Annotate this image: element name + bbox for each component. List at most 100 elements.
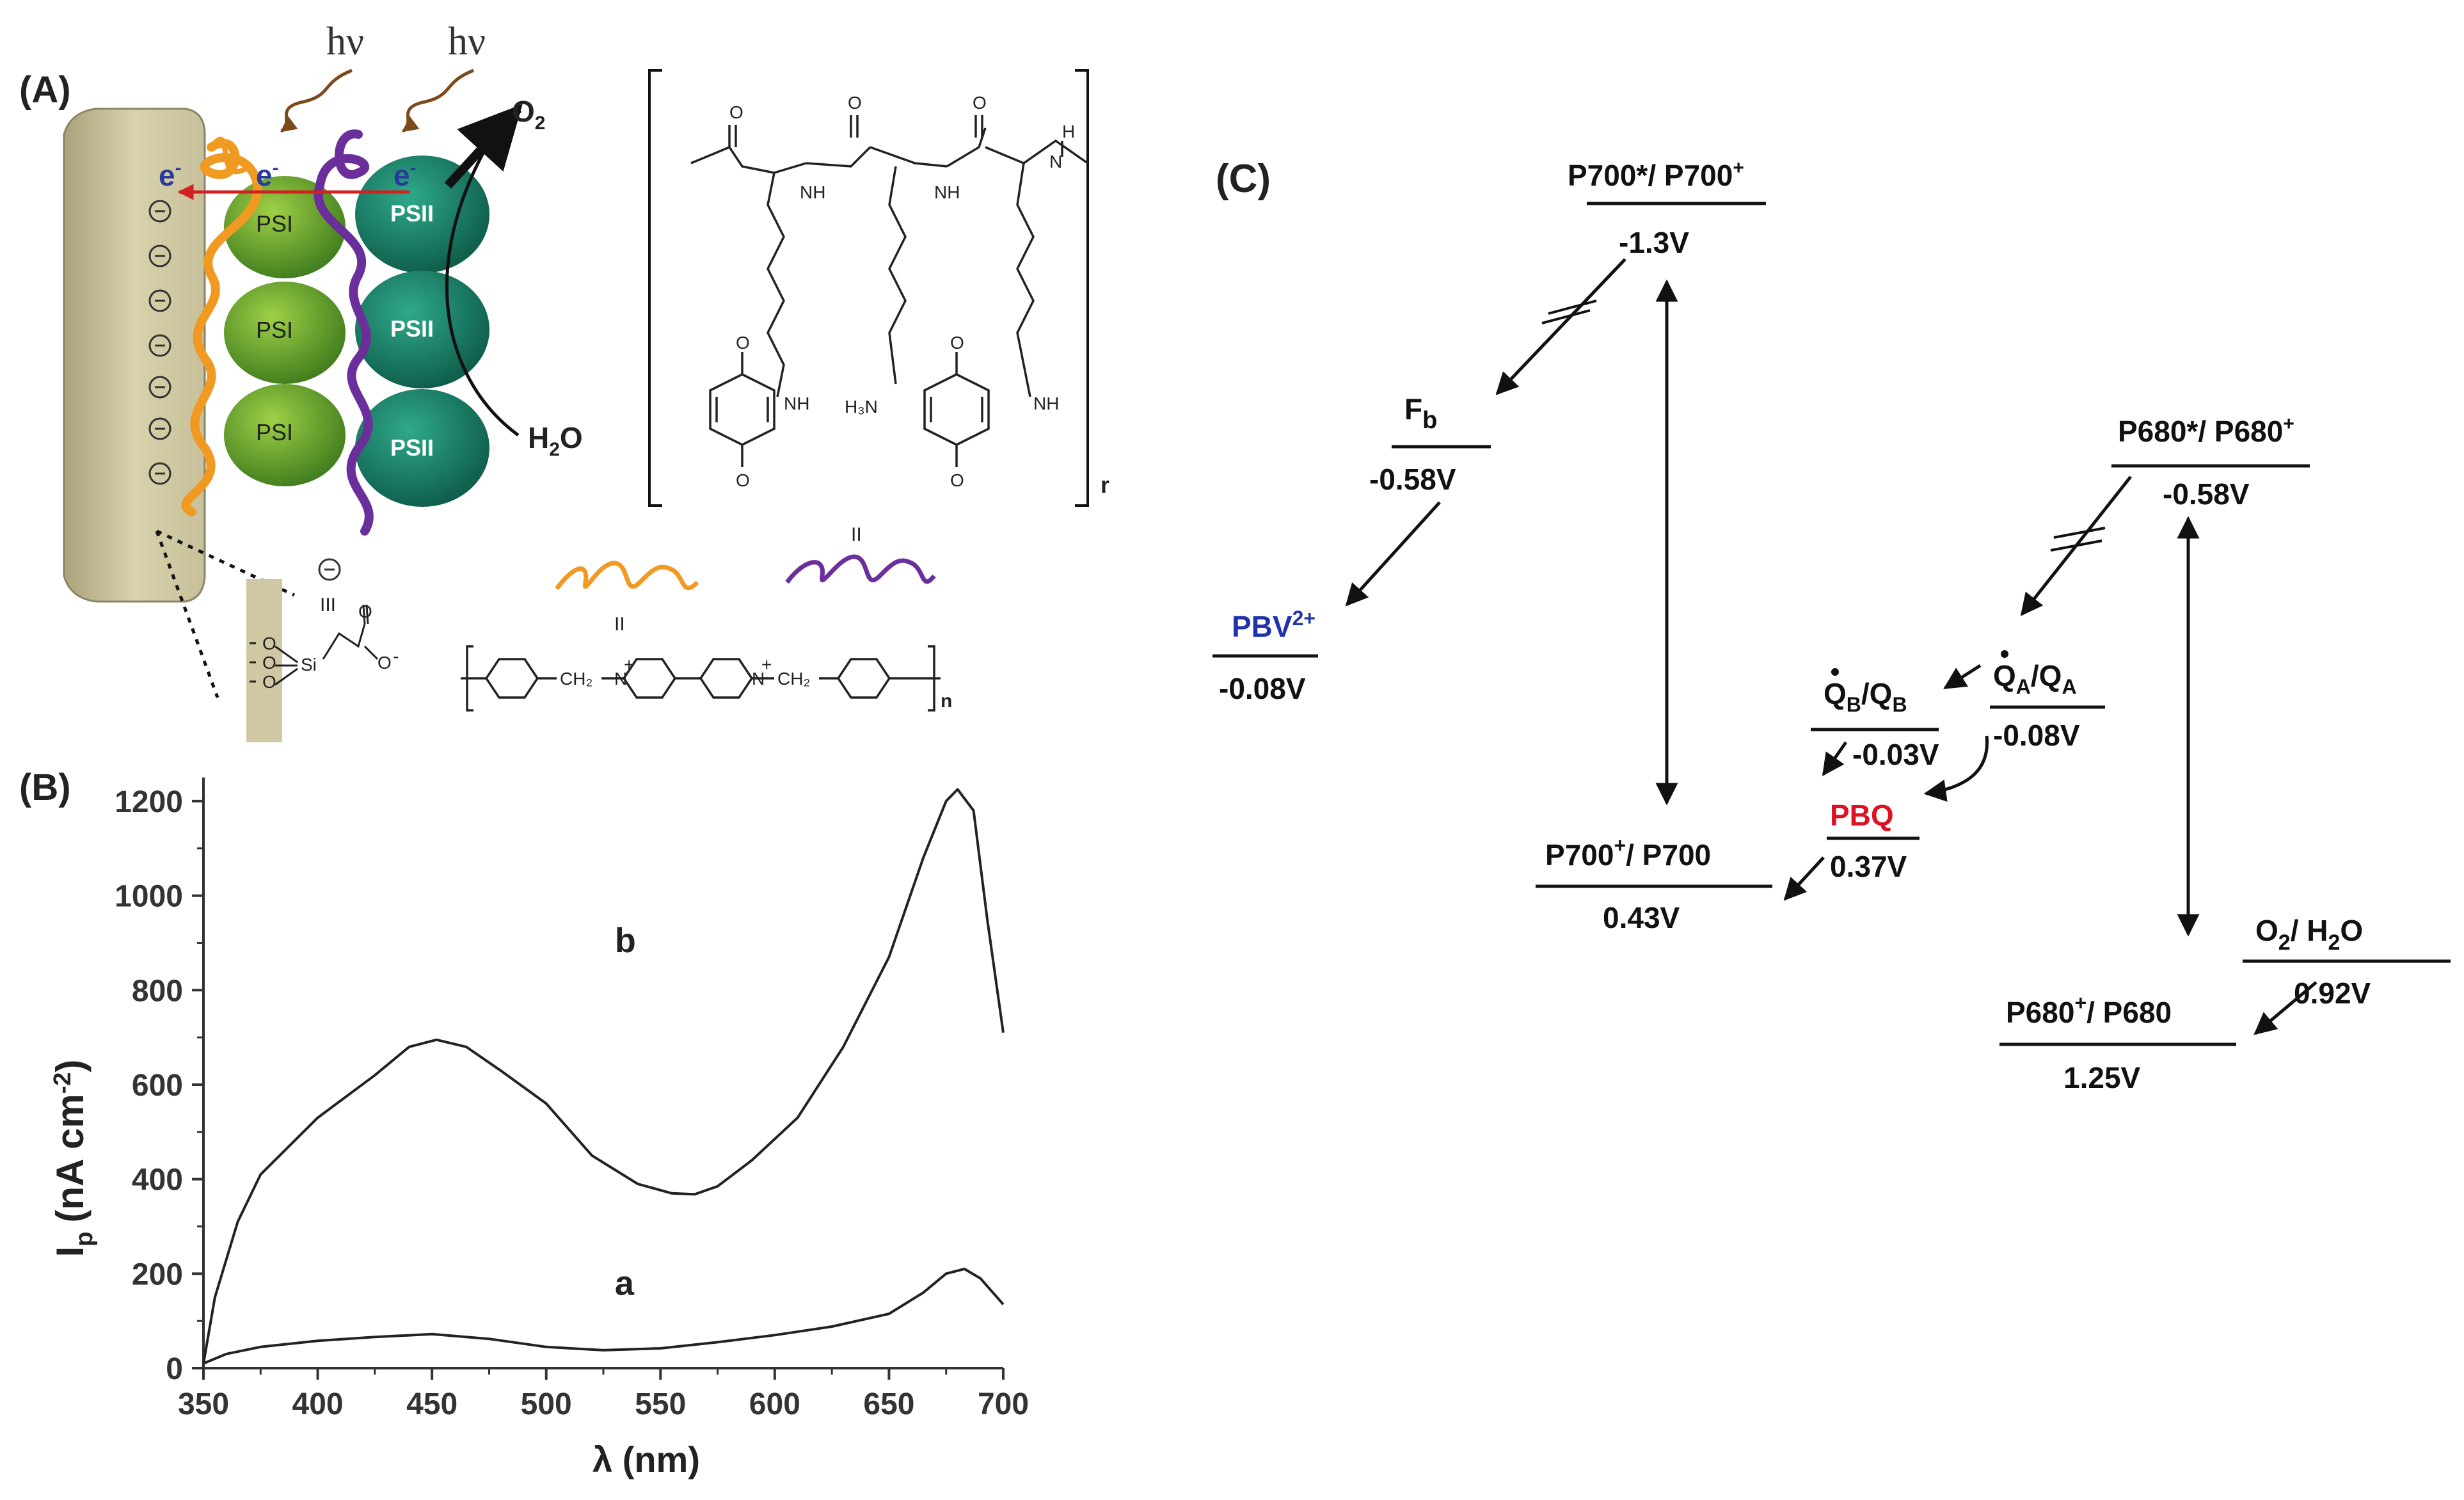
atom-label: O — [736, 333, 750, 353]
transfer-arrow-qa-qb — [1943, 664, 1982, 690]
level-name: O2/ H2O — [2255, 914, 2363, 955]
radical-dot — [2001, 650, 2008, 658]
level-pbq: PBQ 0.37V — [1827, 799, 1920, 883]
level-qa: QA/QA -0.08V — [1990, 650, 2105, 752]
panel-c-label: (C) — [1216, 157, 1271, 201]
level-name: PBV2+ — [1232, 607, 1315, 643]
atom-label: N — [752, 669, 765, 689]
y-tick-label: 1200 — [115, 785, 183, 819]
panel-c: (C) P700*/ P700+ -1.3V Fb -0.58V PBV2+ -… — [1212, 157, 2451, 1094]
break-mark — [1548, 299, 1597, 315]
y-tick-label: 400 — [132, 1163, 183, 1197]
equals-sign: II — [851, 524, 862, 545]
electron-label: e- — [256, 157, 279, 192]
atom-label: NH — [800, 182, 825, 202]
polymer-backbone — [690, 115, 1089, 174]
atom-label: O — [378, 653, 392, 673]
radical-dot — [1831, 668, 1839, 676]
atom-label: CH₂ — [560, 669, 592, 689]
panel-a-label: (A) — [19, 69, 71, 111]
level-value: -0.58V — [2163, 477, 2250, 511]
level-value: -0.08V — [1219, 672, 1306, 705]
bracket-left — [648, 69, 662, 507]
psii-complexes — [355, 156, 489, 507]
level-p680: P680+/ P680 1.25V — [1999, 991, 2236, 1094]
atom-label: NH — [784, 394, 809, 413]
silane-linker-inset: O O O Si O O - III — [155, 529, 399, 742]
minus-charge — [148, 200, 171, 223]
photon-label: hν — [326, 20, 364, 63]
repeat-r-label: r — [1101, 472, 1109, 498]
psii-blob — [355, 389, 489, 507]
atom-label: O — [262, 672, 276, 692]
charge-label: + — [761, 655, 772, 674]
series-line-a — [203, 1267, 1005, 1365]
atom-label: NH — [1033, 394, 1059, 413]
level-value: -0.08V — [1993, 719, 2080, 752]
break-mark — [2050, 539, 2102, 552]
x-axis-title: λ (nm) — [592, 1439, 700, 1480]
x-tick-label: 500 — [521, 1387, 572, 1421]
atom-label: O — [848, 93, 862, 113]
electrode-inset — [246, 579, 282, 742]
level-p680-star: P680*/ P680+ -0.58V — [2111, 413, 2310, 511]
transfer-arrow-h2o-p680 — [2253, 981, 2317, 1035]
minus-charge — [318, 558, 341, 581]
water-oxidation-curve — [445, 146, 520, 437]
atom-label: O — [950, 333, 964, 353]
quinone-polymer-structure: r O O O H N NH NH NH H₃N — [648, 69, 1109, 545]
x-tick-label: 700 — [978, 1387, 1029, 1421]
x-tick-label: 650 — [863, 1387, 914, 1421]
psi-blob — [224, 282, 346, 384]
transfer-arrow-qb-pbq — [1822, 741, 1848, 776]
orange-helix-icon — [555, 561, 699, 591]
transfer-arrow-qa-pbq — [1923, 735, 1989, 802]
level-name: QA/QA — [1993, 659, 2077, 698]
level-name: P700*/ P700+ — [1568, 157, 1744, 192]
equals-sign: II — [614, 614, 625, 635]
transfer-arrow-fb-pbv — [1345, 501, 1441, 607]
level-pbv: PBV2+ -0.08V — [1212, 607, 1318, 705]
y-tick-label: 1000 — [115, 880, 183, 914]
atom-label: O — [973, 93, 987, 113]
electron-label: e- — [393, 157, 417, 192]
level-fb: Fb -0.58V — [1369, 392, 1491, 496]
y-tick-label: 200 — [132, 1257, 183, 1291]
level-value: -0.58V — [1369, 463, 1456, 496]
level-name: Fb — [1404, 392, 1437, 434]
level-name: QB/QB — [1824, 677, 1907, 716]
transfer-arrow-p700star-fb — [1495, 258, 1626, 395]
level-o2-h2o: O2/ H2O 0.92V — [2243, 914, 2451, 1010]
atom-label: H — [1062, 122, 1075, 141]
psi-blob — [224, 384, 346, 486]
negative-charges — [148, 200, 171, 485]
level-value: -1.3V — [1619, 226, 1689, 259]
level-value: 0.37V — [1830, 850, 1907, 883]
photon-label: hν — [448, 20, 486, 63]
orange-helix — [181, 136, 262, 516]
repeat-n-label: n — [941, 690, 952, 712]
photons: hν hν — [280, 20, 486, 132]
y-tick-label: 0 — [166, 1352, 183, 1386]
level-value: 1.25V — [2063, 1061, 2141, 1094]
level-p700-star: P700*/ P700+ -1.3V — [1568, 157, 1766, 259]
atom-label: CH₂ — [777, 669, 810, 689]
level-name: P680+/ P680 — [2006, 991, 2172, 1029]
atom-label: NH — [934, 182, 960, 202]
x-tick-label: 350 — [178, 1387, 229, 1421]
level-value: 0.92V — [2294, 977, 2371, 1010]
atom-label: H₃N — [845, 397, 878, 417]
y-tick-label: 600 — [132, 1069, 183, 1103]
y-axis-title: Ip(nA cm-2) — [49, 1060, 98, 1257]
electron-labels: e- e- e- — [159, 157, 417, 192]
electron-label: e- — [159, 157, 182, 192]
level-qb: QB/QB -0.03V — [1811, 668, 1939, 771]
break-mark — [1541, 309, 1591, 324]
atom-label: O — [262, 634, 276, 653]
level-name: PBQ — [1830, 799, 1894, 832]
psii-label: PSII — [390, 315, 434, 342]
minus-charge — [148, 376, 171, 399]
purple-helix — [314, 129, 374, 536]
bracket-right — [1075, 69, 1089, 507]
